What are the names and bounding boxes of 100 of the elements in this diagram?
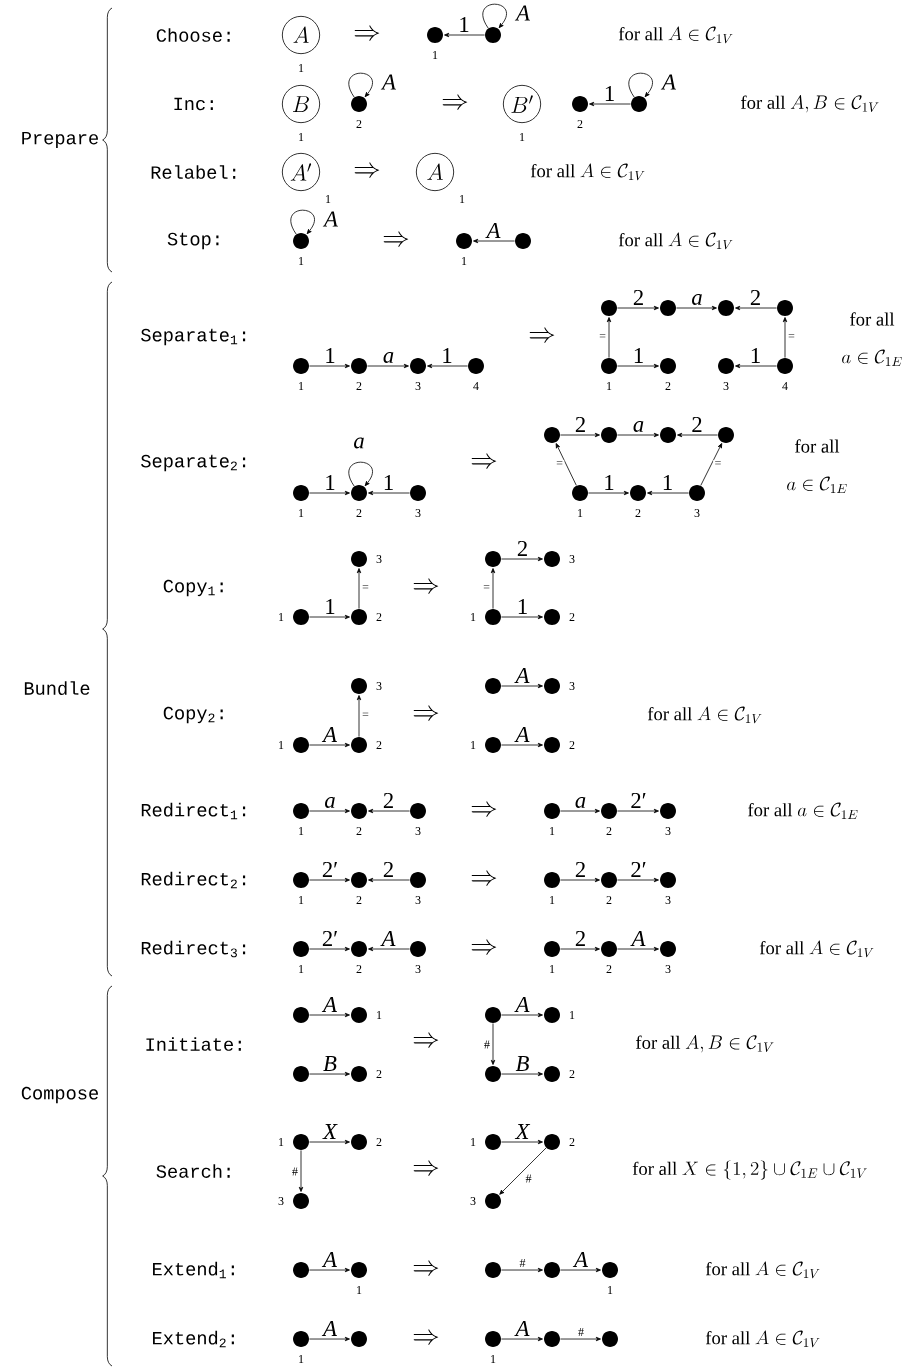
edge-label: B (321, 1054, 339, 1073)
loop-arrow (628, 72, 653, 98)
arrow (501, 742, 543, 748)
arrow (588, 490, 629, 496)
condition-text: $\text{for all } A \in \mathcal{C}_{1V}$ (647, 706, 762, 724)
edge-label: a (381, 350, 396, 365)
rule-name: Extend$_{1}$: (153, 1261, 234, 1279)
rule-name: Inc: (174, 97, 213, 111)
arrow (555, 443, 577, 486)
condition-text: $\text{for all } A, B \in \mathcal{C}_{1V}$ (636, 1035, 774, 1053)
vertex-number: 2 (606, 827, 612, 835)
loop-arrow (290, 209, 315, 235)
rule-name: Redirect$_{1}$: (141, 802, 246, 820)
arrow (427, 363, 468, 369)
condition-text: $\text{for all } A \in \mathcal{C}_{1V}$ (705, 1261, 820, 1279)
arrow (501, 683, 543, 689)
rule-name: Extend$_{2}$: (153, 1330, 234, 1348)
edge-label: A (514, 4, 532, 22)
vertex-number: 1 (491, 1355, 496, 1363)
arrow (309, 363, 350, 369)
implies-symbol: $\Rightarrow$ (413, 578, 439, 594)
edge-label: # (290, 1166, 300, 1177)
implies-symbol: $\Rightarrow$ (413, 1260, 439, 1276)
vertex-number: 1 (279, 1138, 284, 1146)
edge-label: = (481, 583, 492, 593)
vertex-number: 1 (299, 896, 304, 904)
vertex-number: 3 (470, 1197, 476, 1206)
arrow (501, 1139, 543, 1145)
arrow (501, 556, 543, 562)
vertex-number: 2 (356, 896, 362, 904)
vertex-number: 2 (569, 1138, 575, 1146)
labelled-vertex: $A'$ (281, 152, 321, 192)
vertex-number: 2 (569, 1070, 575, 1078)
edge-label: 2′ (320, 929, 340, 948)
arrow (560, 432, 600, 438)
arrow (647, 490, 689, 496)
vertex-number: 3 (415, 509, 421, 518)
vertex-number: 3 (665, 827, 671, 836)
arrow (589, 101, 631, 107)
vertex-number: 2 (606, 965, 612, 973)
edge-label: 2 (573, 415, 588, 434)
edge-label: A (514, 725, 531, 744)
edge-label: X (321, 1122, 339, 1141)
rule-name: Relabel: (151, 165, 236, 179)
edge-label: # (524, 1173, 533, 1184)
edge-label: 2 (573, 860, 588, 879)
graph-vertex (485, 1007, 501, 1023)
edge-label: A (321, 995, 339, 1014)
graph-vertex (293, 1066, 309, 1082)
vertex-number: 2 (356, 120, 362, 128)
edge-label: 2 (748, 288, 763, 307)
group-name: Prepare (22, 131, 98, 149)
graph-vertex (544, 1331, 560, 1347)
implies-symbol: $\Rightarrow$ (471, 453, 497, 469)
condition-text: $a \in \mathcal{C}_{1E}$ (787, 476, 847, 493)
vertex-number: 2 (376, 613, 382, 621)
vertex-number: 3 (694, 509, 700, 518)
graph-vertex (351, 1331, 367, 1347)
vertex-number: 2 (577, 120, 583, 128)
arrow (499, 1147, 547, 1195)
edge-label: 1 (748, 346, 763, 365)
vertex-number: 1 (279, 741, 284, 749)
arrow (560, 877, 600, 883)
vertex-number: 1 (460, 195, 465, 203)
vertex-number: 4 (473, 382, 479, 390)
arrow (700, 443, 723, 486)
edge-label: = (597, 332, 608, 342)
vertex-number: 1 (299, 133, 304, 141)
condition-text: $\text{for all } A \in \mathcal{C}_{1V}$ (618, 232, 733, 250)
edge-label: 1 (323, 597, 337, 616)
edge-label: 1 (515, 597, 530, 616)
edge-label: 1 (457, 15, 471, 34)
implies-symbol: $\Rightarrow$ (413, 1160, 439, 1176)
edge-label: A (485, 221, 502, 240)
graph-vertex (485, 678, 501, 694)
vertex-number: 3 (415, 382, 421, 391)
vertex-number: 1 (578, 509, 583, 517)
arrow (617, 946, 659, 952)
vertex-number: 2 (356, 382, 362, 390)
labelled-vertex: $A$ (281, 15, 321, 55)
vertex-number: 1 (520, 133, 525, 141)
edge-label: A (514, 1319, 531, 1338)
arrow (356, 568, 362, 609)
arrow (560, 1267, 601, 1273)
edge-label: = (360, 583, 371, 593)
vertex-number: 2 (665, 382, 671, 390)
rule-name: Stop: (167, 232, 219, 250)
implies-symbol: $\Rightarrow$ (413, 1329, 439, 1345)
arrow (309, 808, 350, 814)
implies-symbol: $\Rightarrow$ (413, 705, 439, 721)
implies-symbol: $\Rightarrow$ (383, 231, 409, 247)
arrow (309, 614, 350, 620)
condition-text: $\text{for all}$ (850, 312, 895, 326)
condition-text: $\text{for all}$ (795, 439, 840, 453)
arrow (367, 363, 409, 369)
graph-vertex (601, 427, 617, 443)
arrow (560, 946, 600, 952)
graph-vertex (544, 427, 560, 443)
implies-symbol: $\Rightarrow$ (471, 939, 497, 955)
arrow (368, 946, 410, 952)
